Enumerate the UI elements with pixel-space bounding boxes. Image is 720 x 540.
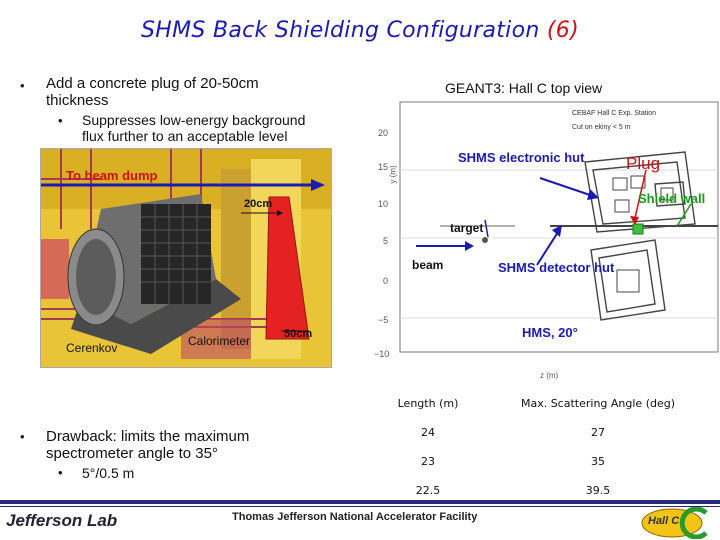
arrow-detector-hut-head <box>552 225 562 237</box>
target-label: target <box>450 221 484 235</box>
hall-c-logo-c <box>679 507 708 539</box>
arrow-beam-head <box>465 241 474 251</box>
target-marker <box>482 237 488 243</box>
calorimeter-blocks <box>141 204 211 304</box>
hut-box <box>614 199 630 213</box>
hms-hut-box <box>616 269 640 293</box>
plug-label: Plug <box>626 154 661 173</box>
hall-walls <box>584 151 696 321</box>
bullet-dot: • <box>20 429 25 444</box>
hms-label: HMS, 20° <box>522 325 578 340</box>
table-cell-length: 22.5 <box>415 484 441 497</box>
table-cell-angle: 27 <box>591 426 605 439</box>
facility-name: Thomas Jefferson National Accelerator Fa… <box>232 511 478 523</box>
plug-width-marker-20-head <box>277 210 283 216</box>
bullet-2-line-1: Drawback: limits the maximum <box>46 428 250 445</box>
table-cell-length: 23 <box>421 455 435 468</box>
arrow-detector-hut <box>536 231 559 266</box>
title-main: SHMS Back Shielding Configuration <box>141 18 540 43</box>
table-header-angle: Max. Scattering Angle (deg) <box>520 396 676 410</box>
inset-label-2: Cut on ekiny < 5 m <box>572 124 631 131</box>
table-cell-length: 24 <box>421 426 435 439</box>
sub-bullet-1-line-2: flux further to an acceptable level <box>82 128 288 144</box>
sub-bullet-dot: • <box>58 465 63 480</box>
footer-divider-thin <box>0 506 720 507</box>
arrow-electronic-hut <box>539 177 591 196</box>
ytick: 15 <box>378 162 389 172</box>
hut-box <box>660 187 674 201</box>
ytick: 10 <box>378 199 389 209</box>
shield-wall-label: Shield wall <box>638 191 706 206</box>
ytick: 0 <box>383 276 389 286</box>
calorimeter-label: Calorimeter <box>188 334 251 348</box>
cerenkov-label: Cerenkov <box>66 341 118 355</box>
table-row: 22.5 39.5 <box>362 476 702 505</box>
ytick: 20 <box>378 128 389 138</box>
title-number: (6) <box>546 18 579 43</box>
footer-divider <box>0 500 720 504</box>
table-cell-angle: 35 <box>591 455 605 468</box>
slide-title: SHMS Back Shielding Configuration (6) <box>0 18 720 43</box>
detector-image <box>40 148 332 368</box>
arrow-electronic-hut-head <box>587 189 599 200</box>
inset-label-1: CEBAF Hall C Exp. Station <box>572 110 657 117</box>
bullet-2-line-2: spectrometer angle to 35° <box>46 445 218 462</box>
cerenkov-window <box>76 239 116 315</box>
geant-caption: GEANT3: Hall C top view <box>445 80 603 96</box>
ytick: −5 <box>378 315 389 325</box>
sub-bullet-dot: • <box>58 113 63 128</box>
plug-marker <box>632 223 644 235</box>
plug-50cm-label: 50cm <box>284 328 313 340</box>
bullet-1-line-2: thickness <box>46 92 109 109</box>
plug-20cm-label: 20cm <box>244 198 273 210</box>
ytick: 5 <box>383 236 389 246</box>
hall-c-logo-text: Hall C <box>648 515 680 527</box>
bullet-1-text: Add a concrete plug of 20-50cm thickness <box>46 75 259 109</box>
beam-label: beam <box>412 258 444 272</box>
detector-drawing <box>41 149 331 367</box>
arrow-target <box>484 219 489 238</box>
angle-table-grid: Length (m) Max. Scattering Angle (deg) 2… <box>362 388 702 505</box>
table-cell-angle: 39.5 <box>585 484 611 497</box>
jefferson-lab-logo: Jefferson Lab <box>6 511 118 530</box>
magenta-block-left <box>41 239 69 299</box>
hut-box <box>630 175 646 189</box>
angle-table: Length (m) Max. Scattering Angle (deg) 2… <box>362 388 702 505</box>
beam-dump-arrow-head <box>311 179 325 191</box>
geant-plot <box>365 100 720 390</box>
concrete-plug <box>265 196 310 340</box>
table-header-row: Length (m) Max. Scattering Angle (deg) <box>362 388 702 418</box>
table-header-length: Length (m) <box>397 396 459 410</box>
electronic-hut-label: SHMS electronic hut <box>458 150 585 165</box>
arrow-shield-wall <box>676 203 692 227</box>
table-row: 23 35 <box>362 447 702 476</box>
sub-bullet-1-text: Suppresses low-energy background flux fu… <box>82 112 305 144</box>
bullet-dot: • <box>20 78 25 93</box>
ytick: −10 <box>374 349 390 359</box>
table-row: 24 27 <box>362 418 702 447</box>
sub-bullet-2-text: 5°/0.5 m <box>82 465 135 481</box>
sub-bullet-1-line-1: Suppresses low-energy background <box>82 112 306 128</box>
y-axis-label: y (m) <box>388 165 398 184</box>
hut-box <box>612 177 628 191</box>
detector-hut-label: SHMS detector hut <box>498 260 615 275</box>
hall-c-logo <box>641 507 708 539</box>
x-axis-label: z (m) <box>540 371 559 380</box>
bullet-2-text: Drawback: limits the maximum spectromete… <box>46 428 249 462</box>
bullet-1-line-1: Add a concrete plug of 20-50cm <box>46 75 259 92</box>
arrow-plug <box>634 169 647 219</box>
geant-plot-drawing <box>399 101 719 353</box>
beam-dump-label: To beam dump <box>66 168 158 183</box>
arrow-plug-head <box>630 216 639 225</box>
